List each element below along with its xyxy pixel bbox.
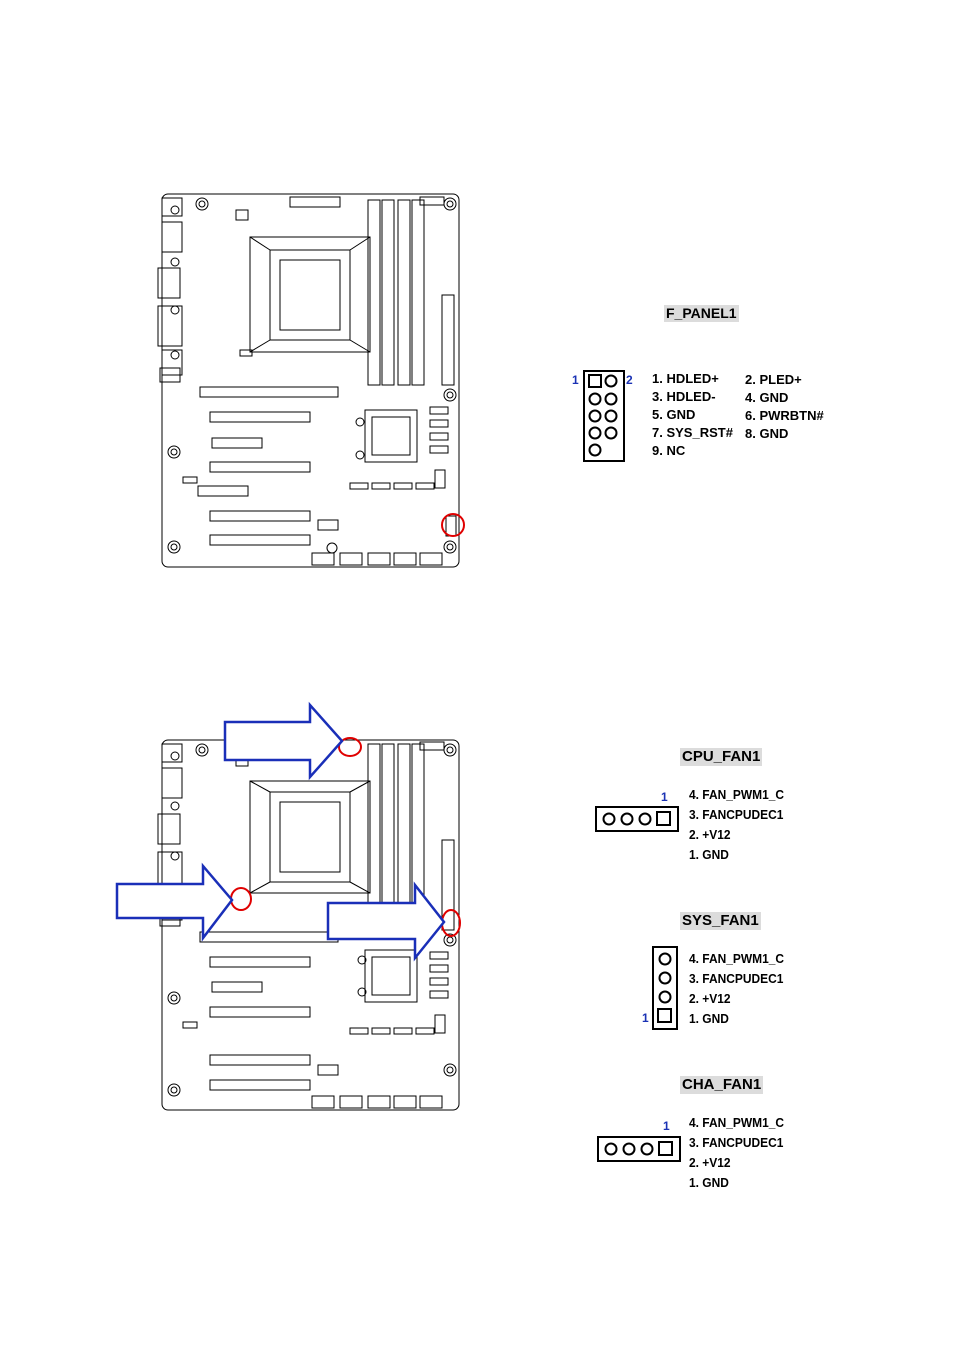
- fpanel-connector: [583, 370, 625, 467]
- fpanel-pin1-marker: 1: [572, 373, 579, 387]
- cpu-fan-pin-2: 2. +V12: [689, 825, 731, 845]
- cha-fan-pin-3: 3. FANCPUDEC1: [689, 1133, 783, 1153]
- fpanel-pin-1: 1. HDLED+: [652, 370, 719, 388]
- cha-fan-pin1-marker: 1: [663, 1119, 670, 1133]
- fpanel-pin-3: 3. HDLED-: [652, 388, 716, 406]
- cpu-fan-connector: [595, 806, 679, 837]
- cpu-fan-pin1-marker: 1: [661, 790, 668, 804]
- sys-fan-arrow-icon: [117, 866, 232, 938]
- cha-fan-pin-2: 2. +V12: [689, 1153, 731, 1173]
- fpanel-pin-6: 6. PWRBTN#: [745, 407, 824, 425]
- fpanel-title: F_PANEL1: [664, 305, 739, 322]
- motherboard-outline-fans: [110, 700, 470, 1120]
- motherboard-layout-fpanel: [150, 190, 470, 575]
- cha-fan-title: CHA_FAN1: [680, 1076, 763, 1094]
- cha-fan-pin-1: 1. GND: [689, 1173, 729, 1193]
- fpanel-pin-9: 9. NC: [652, 442, 685, 460]
- cha-fan-connector: [597, 1136, 681, 1167]
- fpanel-pin-4: 4. GND: [745, 389, 788, 407]
- fpanel-pin-7: 7. SYS_RST#: [652, 424, 733, 442]
- sys-fan-pin1-marker: 1: [642, 1011, 649, 1025]
- cpu-fan-title: CPU_FAN1: [680, 748, 762, 766]
- sys-fan-title: SYS_FAN1: [680, 912, 761, 930]
- sys-fan-pin-4: 4. FAN_PWM1_C: [689, 949, 784, 969]
- fpanel-pin-5: 5. GND: [652, 406, 695, 424]
- cpu-fan-pin-1: 1. GND: [689, 845, 729, 865]
- sys-fan-connector: [652, 946, 678, 1035]
- cha-fan-pin-4: 4. FAN_PWM1_C: [689, 1113, 784, 1133]
- fpanel-pin2-marker: 2: [626, 373, 633, 387]
- sys-fan-pin-1: 1. GND: [689, 1009, 729, 1029]
- cpu-fan-pin-4: 4. FAN_PWM1_C: [689, 785, 784, 805]
- sys-fan-pin-3: 3. FANCPUDEC1: [689, 969, 783, 989]
- fpanel-pin-8: 8. GND: [745, 425, 788, 443]
- motherboard-layout-fans: [110, 700, 470, 1120]
- cha-fan-arrow-icon: [328, 885, 444, 958]
- sys-fan-pin-2: 2. +V12: [689, 989, 731, 1009]
- sys-fan-highlight-circle: [231, 888, 251, 910]
- cpu-fan-pin-3: 3. FANCPUDEC1: [689, 805, 783, 825]
- fpanel-pin-2: 2. PLED+: [745, 371, 802, 389]
- motherboard-outline: [150, 190, 470, 575]
- fpanel-highlight-circle: [442, 514, 464, 536]
